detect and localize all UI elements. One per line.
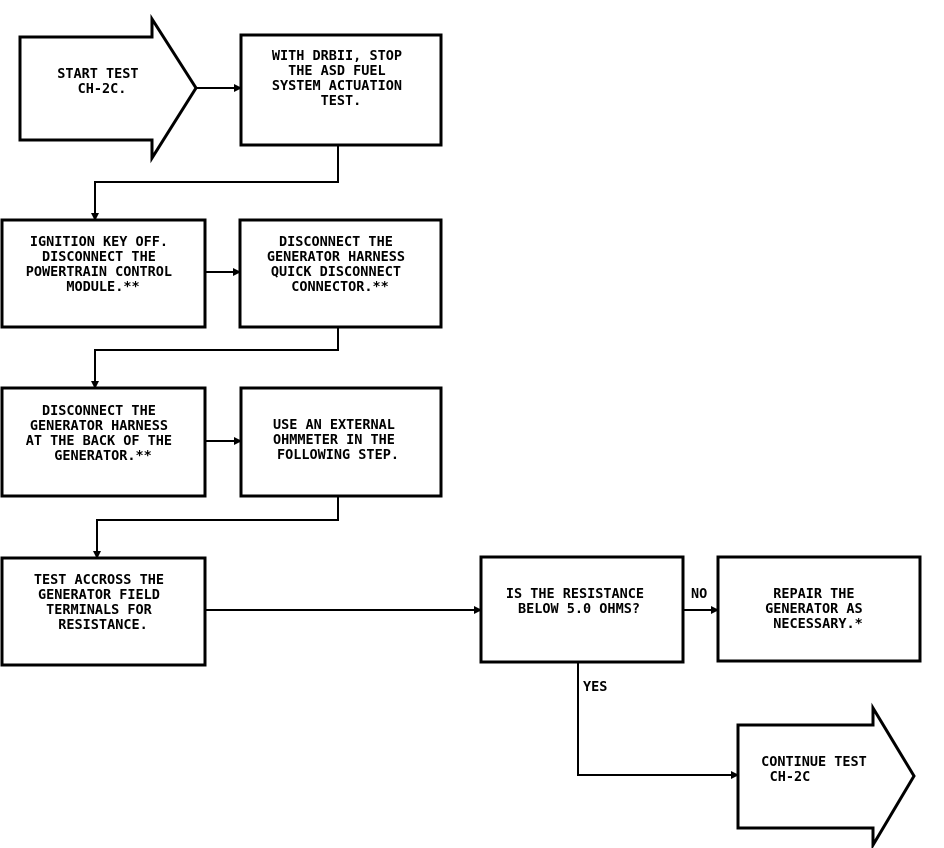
- start-node: START TEST CH-2C.: [18, 13, 198, 164]
- ignition-off-box: [0, 218, 207, 329]
- disconnect-quick-text: DISCONNECT THE GENERATOR HARNESS QUICK D…: [267, 234, 413, 295]
- repair-node: REPAIR THE GENERATOR AS NECESSARY.*: [716, 555, 922, 663]
- start-arrow-shape: [18, 13, 198, 164]
- edge-label-no: NO: [691, 586, 707, 602]
- test-across-text: TEST ACCROSS THE GENERATOR FIELD TERMINA…: [34, 572, 172, 633]
- drbii-stop-node: WITH DRBII, STOP THE ASD FUEL SYSTEM ACT…: [239, 33, 443, 147]
- disconnect-back-box: [0, 386, 207, 498]
- use-ohmmeter-box: [239, 386, 443, 498]
- connector-drbii-to-ignition: [91, 145, 339, 221]
- start-text: START TEST CH-2C.: [57, 66, 146, 97]
- connector-ohmmeter-to-test: [93, 496, 339, 559]
- connector-decision-to-continue: [577, 662, 739, 779]
- ignition-off-text: IGNITION KEY OFF. DISCONNECT THE POWERTR…: [26, 234, 180, 295]
- decision-node: IS THE RESISTANCE BELOW 5.0 OHMS?: [479, 555, 685, 664]
- continue-arrow-shape: [736, 702, 916, 848]
- decision-text: IS THE RESISTANCE BELOW 5.0 OHMS?: [506, 586, 652, 617]
- disconnect-back-text: DISCONNECT THE GENERATOR HARNESS AT THE …: [26, 403, 180, 464]
- drbii-stop-box: [239, 33, 443, 147]
- drbii-stop-text: WITH DRBII, STOP THE ASD FUEL SYSTEM ACT…: [272, 48, 410, 109]
- connectors: [91, 84, 739, 779]
- continue-text: CONTINUE TEST CH-2C: [761, 754, 875, 785]
- repair-text: REPAIR THE GENERATOR AS NECESSARY.*: [765, 586, 871, 632]
- decision-box: [479, 555, 685, 664]
- test-across-box: [0, 556, 207, 667]
- disconnect-back-node: DISCONNECT THE GENERATOR HARNESS AT THE …: [0, 386, 207, 498]
- disconnect-quick-node: DISCONNECT THE GENERATOR HARNESS QUICK D…: [238, 218, 443, 329]
- repair-box: [716, 555, 922, 663]
- ignition-off-node: IGNITION KEY OFF. DISCONNECT THE POWERTR…: [0, 218, 207, 329]
- disconnect-quick-box: [238, 218, 443, 329]
- use-ohmmeter-node: USE AN EXTERNAL OHMMETER IN THE FOLLOWIN…: [239, 386, 443, 498]
- continue-node: CONTINUE TEST CH-2C: [736, 702, 916, 848]
- test-across-node: TEST ACCROSS THE GENERATOR FIELD TERMINA…: [0, 556, 207, 667]
- use-ohmmeter-text: USE AN EXTERNAL OHMMETER IN THE FOLLOWIN…: [273, 417, 403, 463]
- connector-quick-to-back: [91, 327, 339, 389]
- edge-label-yes: YES: [583, 679, 607, 695]
